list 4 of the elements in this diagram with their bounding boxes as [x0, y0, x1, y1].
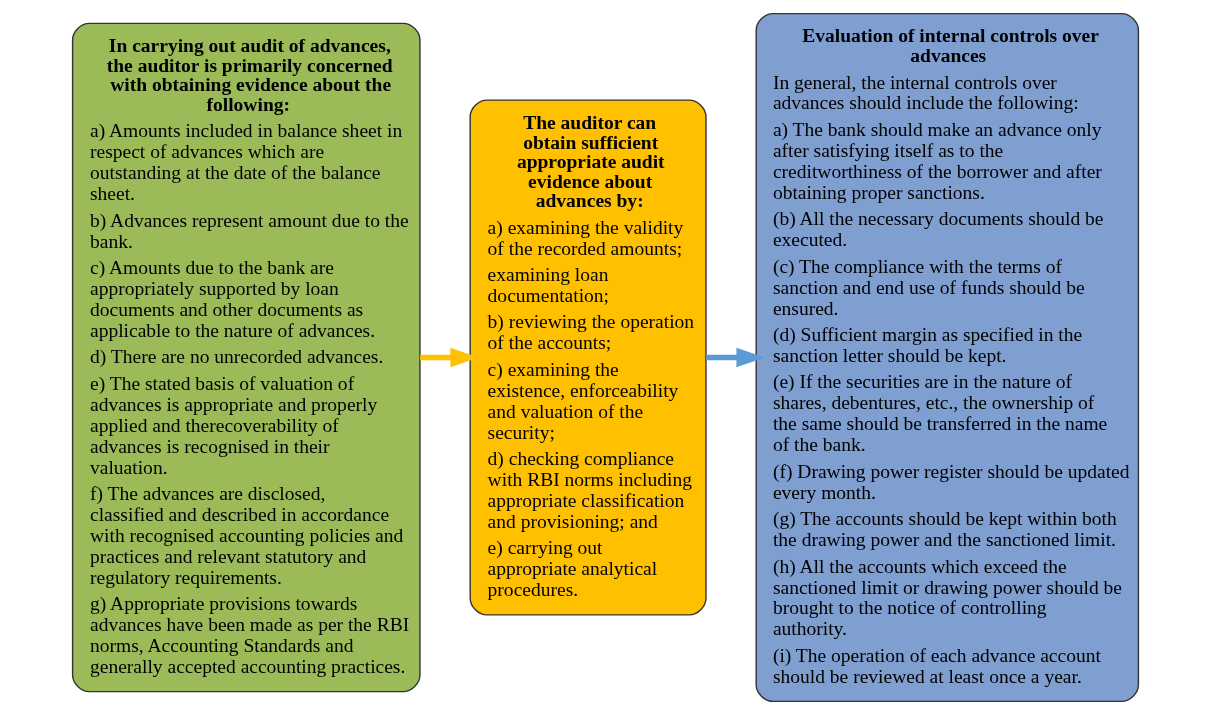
node-box: Evaluation of internal controls over advances In general, the internal controls over advances should include the following: a) The bank should make an advance only after satisfying itself as to the creditworthiness of the borrower and after obtaining proper sanctions. (b) All the necessary documents should be executed. (c) The compliance with the terms of sanction and end use of funds should be ensured. (d) Sufficient margin as specified in the sanction letter should be kept. (e) If the securities are in the nature of shares, debentures, etc., the ownership of the same should be transferred in the name of the bank. (f) Drawing power register should be updated every month. (g) The accounts should be kept within both the drawing power and the sanctioned limit. (h) All the accounts which exceed the sanctioned limit or drawing power should be brought to the notice of controlling authority. (i) The operation of each advance account should be reviewed at least once a year. — [754, 12, 1139, 703]
arrow — [705, 347, 764, 368]
node-box: In carrying out audit of advances, the auditor is primarily concerned with obtaining evidence about the following: a) Amounts included in balance sheet in respect of advances which are outstanding at the date of the balance sheet. b) Advances represent amount due to the bank. c) Amounts due to the bank are appropriately supported by loan documents and other documents as applicable to the nature of advances. d) There are no unrecorded advances. e) The stated basis of valuation of advances is appropriate and properly applied and therecoverability of advances is recognised in their valuation. f) The advances are disclosed, classified and described in accordance with recognised accounting policies and practices and relevant statutory and regulatory requirements. g) Appropriate provisions towards advances have been made as per the RBI norms, Accounting Standards and generally accepted accounting practices. — [71, 22, 421, 693]
node-box: The auditor can obtain sufficient appropriate audit evidence about advances by: a) examining the validity of the recorded amounts; examining loan documentation; b) reviewing the operation of the accounts; c) examining the existence, enforceability and valuation of the security; d) checking compliance with RBI norms including appropriate classification and provisioning; and e) carrying out appropriate analytical procedures. — [469, 99, 707, 616]
